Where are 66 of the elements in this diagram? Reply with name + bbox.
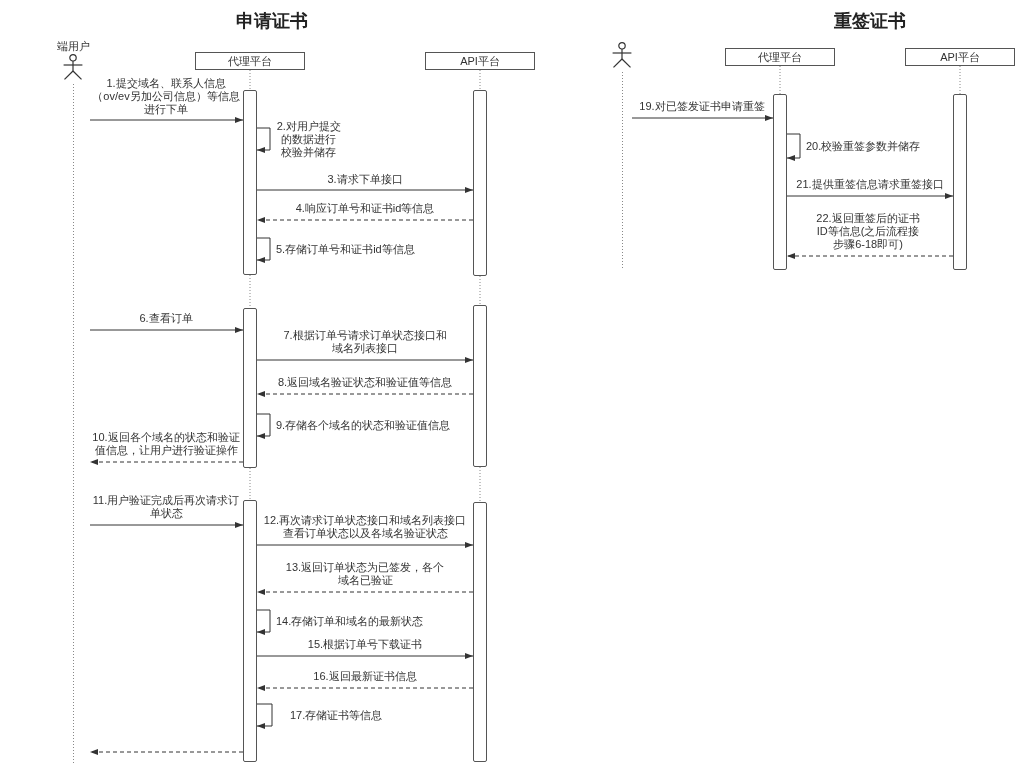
self-message-arrow: [256, 237, 271, 263]
lifeline: [779, 65, 781, 95]
message-label: 16.返回最新证书信息: [312, 670, 418, 683]
message-label: 12.再次请求订单状态接口和域名列表接口查看订单状态以及各域名验证状态: [262, 514, 468, 540]
message-arrow: [256, 357, 474, 363]
message-label: 4.响应订单号和证书id等信息: [294, 202, 436, 215]
self-message-arrow: [256, 609, 271, 635]
message-label: 19.对已签发证书申请重签: [638, 100, 766, 113]
message-label: 2.对用户提交的数据进行校验并储存: [276, 119, 342, 159]
return-arrow: [256, 589, 474, 595]
message-label: 11.用户验证完成后再次请求订单状态: [91, 494, 241, 520]
message-label: 14.存储订单和域名的最新状态: [276, 614, 425, 628]
return-arrow: [256, 391, 474, 397]
activation-bar: [473, 90, 487, 276]
lifeline: [249, 467, 251, 501]
lifeline: [479, 69, 481, 91]
return-arrow: [89, 749, 244, 755]
lifeline: [479, 466, 481, 503]
return-arrow: [89, 459, 244, 465]
message-arrow: [256, 653, 474, 659]
activation-bar: [773, 94, 787, 270]
section-heading: 申请证书: [236, 10, 308, 32]
message-label: 22.返回重签后的证书ID等信息(之后流程接步骤6-18即可): [815, 212, 921, 251]
message-label: 20.校验重签参数并储存: [806, 139, 922, 153]
message-label: 8.返回域名验证状态和验证值等信息: [276, 376, 454, 389]
activation-bar: [243, 308, 257, 468]
lifeline: [479, 275, 481, 306]
message-label: 13.返回订单状态为已签发，各个域名已验证: [285, 561, 445, 587]
self-message-arrow: [256, 703, 273, 729]
message-label: 15.根据订单号下载证书: [306, 638, 424, 651]
actor-name: 端用户: [56, 40, 90, 53]
lifeline: [249, 274, 251, 309]
message-arrow: [89, 327, 244, 333]
message-label: 1.提交域名、联系人信息（ov/ev另加公司信息）等信息进行下单: [91, 77, 241, 116]
message-label: 21.提供重签信息请求重签接口: [795, 178, 945, 191]
message-label: 10.返回各个域名的状态和验证值信息，让用户进行验证操作: [91, 431, 241, 457]
participant-header: 代理平台: [195, 52, 305, 70]
message-arrow: [89, 117, 244, 123]
self-message-arrow: [786, 133, 801, 161]
self-message-arrow: [256, 127, 271, 153]
activation-bar: [473, 305, 487, 467]
message-arrow: [256, 542, 474, 548]
activation-bar: [953, 94, 967, 270]
message-label: 3.请求下单接口: [326, 173, 404, 186]
activation-bar: [473, 502, 487, 762]
return-arrow: [256, 217, 474, 223]
return-arrow: [256, 685, 474, 691]
message-arrow: [631, 115, 774, 121]
activation-bar: [243, 500, 257, 762]
message-arrow: [256, 187, 474, 193]
message-arrow: [89, 522, 244, 528]
section-heading: 重签证书: [834, 10, 906, 32]
message-label: 17.存储证书等信息: [290, 708, 384, 722]
message-label: 9.存储各个域名的状态和验证值信息: [276, 418, 452, 432]
self-message-arrow: [256, 413, 271, 439]
message-label: 5.存储订单号和证书id等信息: [276, 242, 416, 256]
lifeline: [959, 65, 961, 95]
participant-header: 代理平台: [725, 48, 835, 66]
activation-bar: [243, 90, 257, 275]
participant-header: API平台: [905, 48, 1015, 66]
return-arrow: [786, 253, 954, 259]
message-arrow: [786, 193, 954, 199]
message-label: 6.查看订单: [138, 312, 194, 325]
participant-header: API平台: [425, 52, 535, 70]
message-label: 7.根据订单号请求订单状态接口和域名列表接口: [282, 329, 448, 355]
lifeline: [249, 69, 251, 91]
